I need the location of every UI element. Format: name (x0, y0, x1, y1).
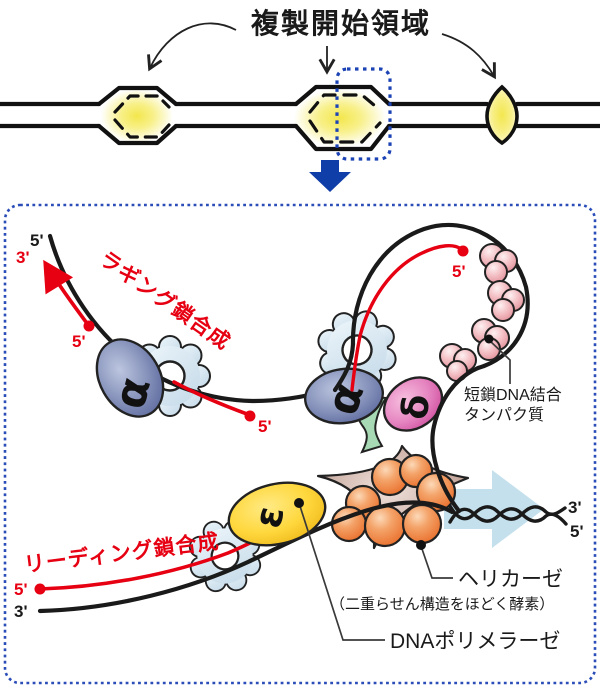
origin-pointer-arrow-right (441, 33, 496, 80)
ssb-clusters (439, 243, 525, 382)
parental-3-label: 3' (568, 498, 582, 517)
okazaki-5-label: 5' (258, 417, 272, 436)
leading-template-3-label: 3' (14, 602, 28, 621)
bubble-glow-left (101, 89, 173, 143)
lagging-new-3-label: 3' (16, 248, 30, 267)
page-title: 複製開始領域 (251, 7, 431, 39)
lagging-template-strand (47, 233, 329, 404)
loop-primer-end-dot (457, 245, 469, 257)
polymerase-pointer-dot (294, 498, 304, 508)
delta-polymerase (382, 376, 444, 432)
helicase-sublabel: （二重らせん構造をほどく酵素） (330, 596, 554, 613)
helicase-spheres (330, 453, 457, 548)
replication-fork-panel: α α δ ε 5' 3' 5' 5' 5' 5' 3' 3' 5' ラギング鎖… (3, 203, 597, 685)
origin-pointer-arrow-left (147, 22, 237, 72)
zoom-down-arrow (309, 160, 351, 192)
zoom-target-box (335, 67, 392, 161)
replication-bubble-left (96, 85, 179, 146)
epsilon-polymerase (227, 481, 327, 547)
parental-5-label: 5' (570, 522, 584, 541)
loop-primer-strand (358, 244, 463, 338)
panel-dotted-border (3, 203, 597, 685)
parental-dna-lines (0, 101, 600, 129)
okazaki-end-dot (244, 410, 256, 422)
lagging-loop-strand (350, 222, 530, 371)
delta-letter: δ (395, 393, 438, 421)
replication-bubble-middle (293, 84, 392, 152)
loop-primer-5-label: 5' (452, 262, 466, 281)
lagging-new-strand-arrow (43, 259, 91, 328)
pointer-lines (298, 339, 511, 641)
helicase-pointer-dot (416, 540, 426, 550)
ssb-pointer-line (488, 339, 511, 384)
polymerase-label: DNAポリメラーゼ (390, 630, 560, 653)
lagging-new-5-label: 5' (72, 332, 86, 351)
helicase-label: ヘリカーゼ (458, 568, 563, 591)
lagging-template-5-label: 5' (30, 231, 44, 250)
ssb-pointer-dot (484, 334, 494, 344)
ssb-cluster (479, 243, 518, 284)
polymerase-pointer-line (298, 502, 385, 641)
primer-through-clamp (350, 334, 362, 392)
lagging-template-to-fork (430, 365, 481, 514)
alpha-polymerase-center (303, 367, 385, 425)
replication-bubble-right (485, 84, 519, 146)
ssb-cluster (439, 343, 477, 382)
leading-new-5-label: 5' (14, 580, 28, 599)
helicase-pointer-line (420, 545, 453, 579)
ssb-label-line1: 短鎖DNA結合 (464, 386, 562, 404)
alpha-polymerase-left (95, 338, 165, 418)
leading-new-strand (38, 538, 258, 591)
lagging-template-through-clamp (332, 341, 356, 393)
ssb-cluster (487, 280, 525, 322)
okazaki-fragment (172, 380, 249, 416)
parental-helix (448, 504, 568, 526)
lagging-new-strand-end-dot (83, 320, 95, 332)
ssb-label-line2: タンパク質 (464, 406, 544, 424)
ssb-cluster (471, 318, 510, 361)
leading-new-end-dot (34, 583, 46, 595)
origin-overview: 複製開始領域 (0, 7, 600, 192)
